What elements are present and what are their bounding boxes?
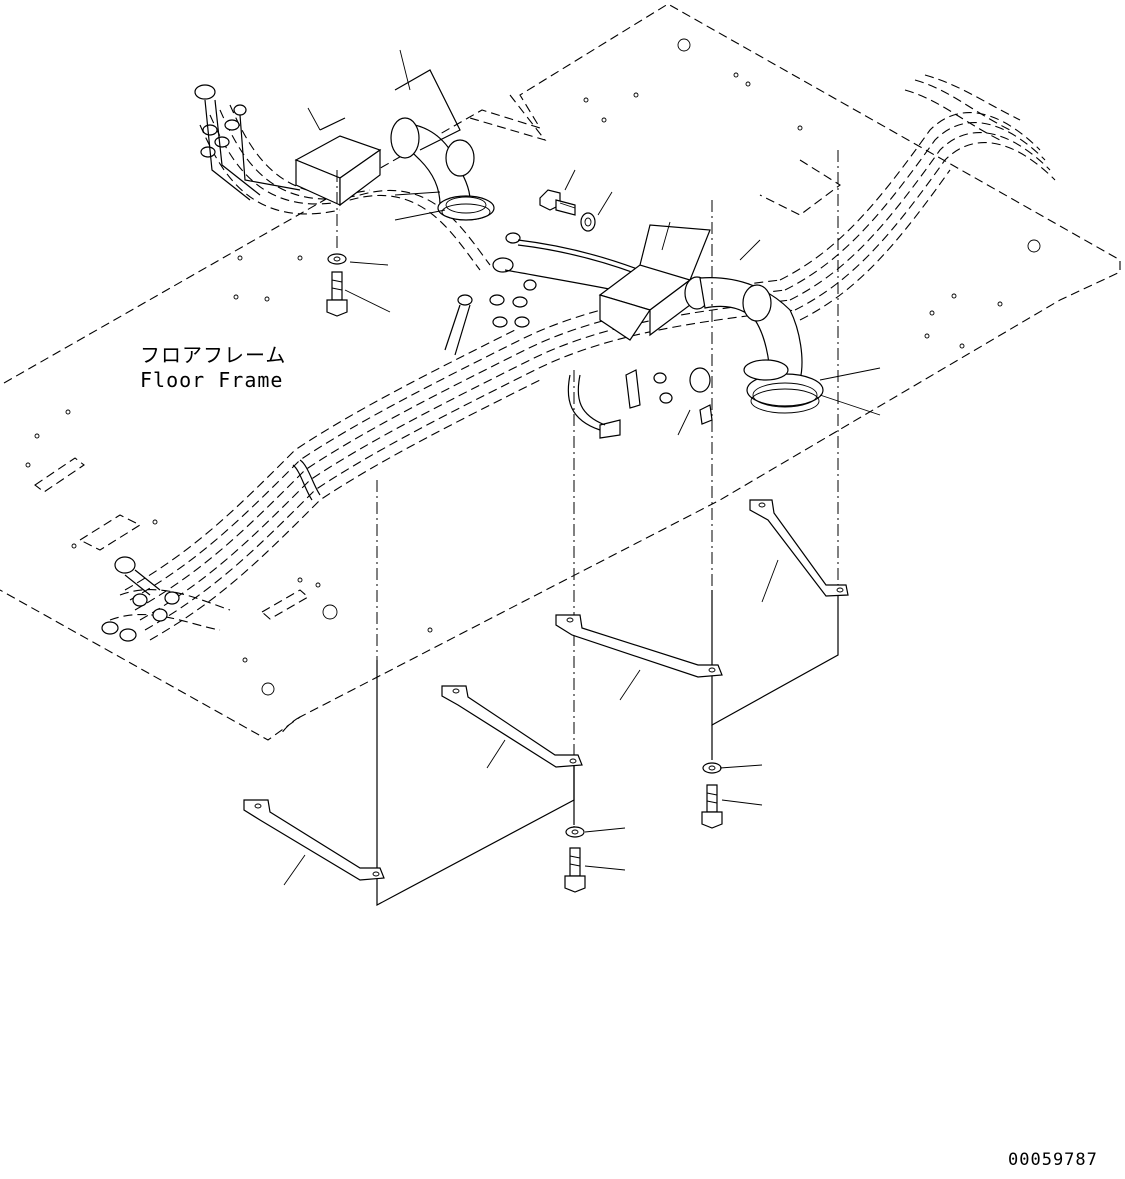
flat-washer-left [327,253,347,265]
mounting-bracket-4 [749,499,849,597]
mounting-bracket-1 [243,799,385,881]
floor-frame-label-en: Floor Frame [140,368,283,392]
hex-bolt-left [326,271,348,317]
hydraulic-hose-bundle [109,74,1056,641]
hex-bolt-center [564,847,586,893]
flat-washer-top [580,212,596,232]
upper-left-fittings [194,84,301,201]
leader-lines [283,49,881,886]
clamp-block-left [294,117,382,207]
lower-left-fittings [101,556,180,642]
floor-frame-plate [0,3,1121,741]
hex-bolt-right [701,784,723,829]
upper-elbow-pipe [390,69,495,221]
floor-frame-label-jp: フロアフレーム [140,343,286,367]
hex-bolt-top [539,189,576,216]
flat-washer-right [702,762,722,774]
mounting-bracket-3 [555,614,723,678]
drawing-number: 00059787 [1008,1150,1098,1170]
mounting-bracket-2 [441,685,583,768]
connector-lines [376,590,839,906]
flat-washer-center [565,826,585,838]
floor-frame-slots [34,457,309,620]
right-elbow-pipe [684,276,824,414]
small-fittings-right [567,367,713,439]
floor-frame-holes [25,38,1041,696]
